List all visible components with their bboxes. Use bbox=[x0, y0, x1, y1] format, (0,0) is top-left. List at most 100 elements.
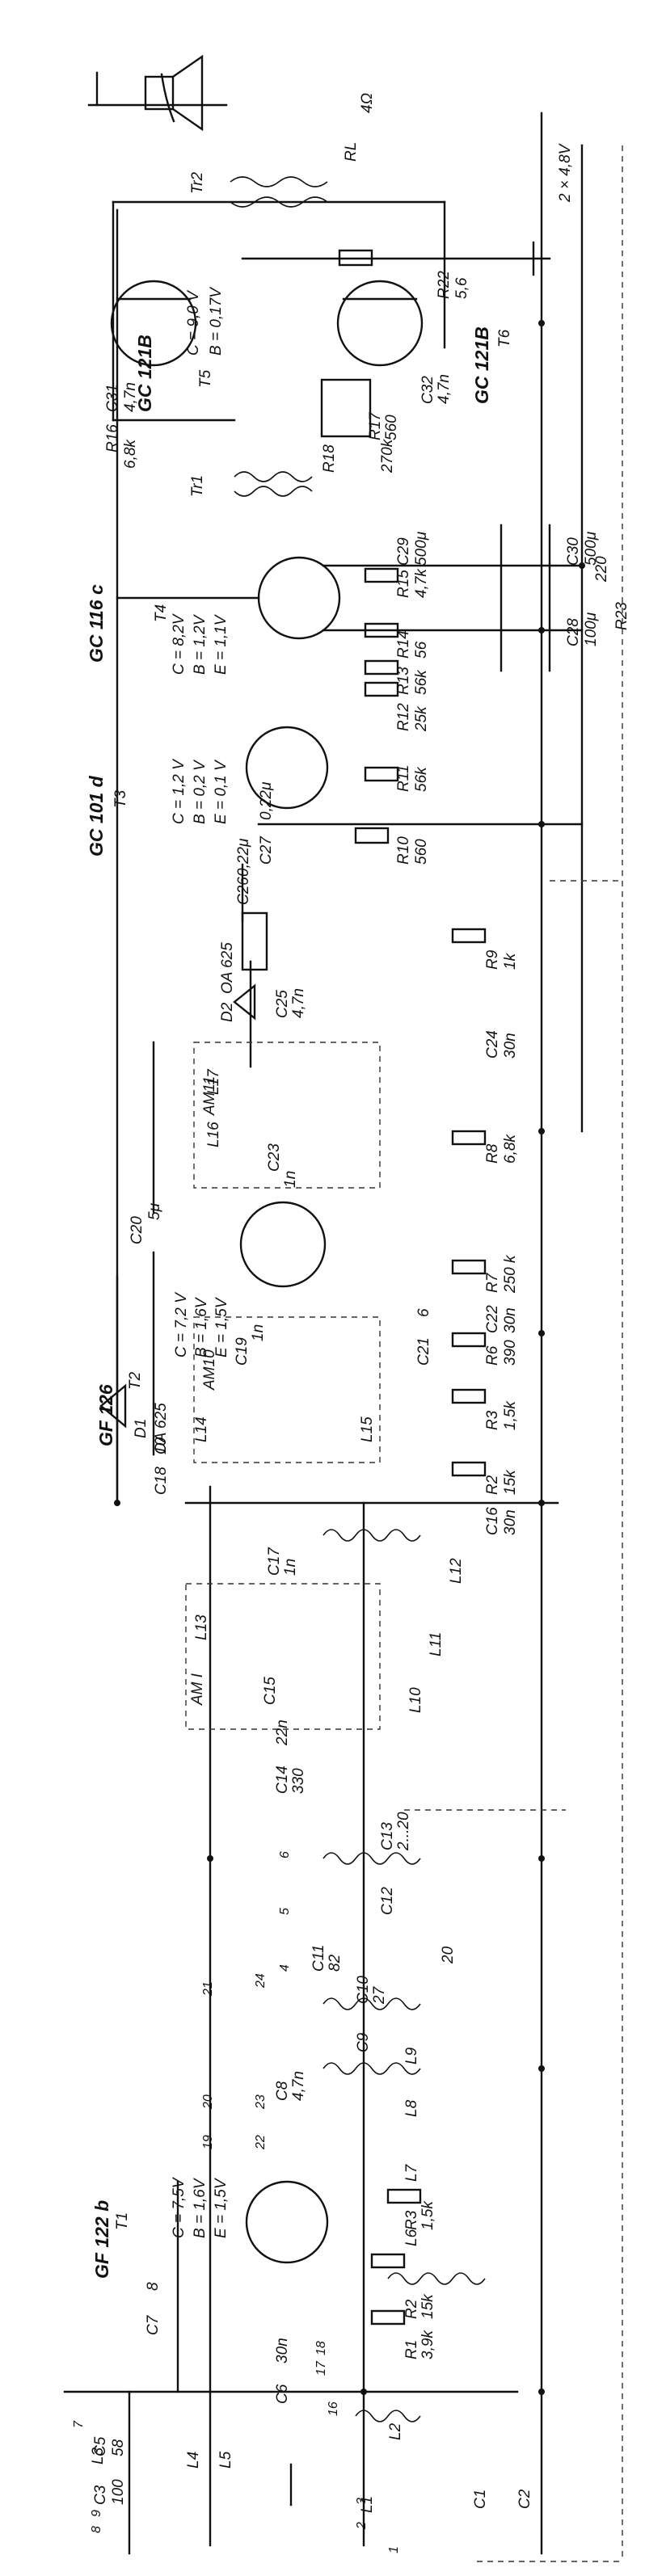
contact-23: 23 bbox=[254, 2094, 268, 2109]
contact-22: 22 bbox=[254, 2135, 268, 2149]
c10-value: 27 bbox=[371, 1986, 388, 2004]
t1-ref: T1 bbox=[114, 2212, 131, 2230]
d2-ref: D2 bbox=[219, 1002, 236, 1022]
r9-ref: R7 bbox=[484, 1273, 501, 1293]
l9-label: L9 bbox=[403, 2047, 420, 2065]
c14-ref: C14 bbox=[274, 1766, 291, 1794]
c27-ref: C27 bbox=[258, 836, 275, 865]
r15-ref: R13 bbox=[395, 667, 412, 695]
t5-ref: T5 bbox=[197, 369, 214, 388]
r1-ref: R1 bbox=[403, 2339, 420, 2359]
c22-ref: C22 bbox=[484, 1305, 501, 1333]
c14-value: 330 bbox=[290, 1768, 307, 1794]
c19-value: 1n bbox=[250, 1324, 267, 1341]
c16-value: 30n bbox=[502, 1509, 519, 1535]
c8-ref: C8 bbox=[274, 2081, 291, 2101]
r10-value: 6,8k bbox=[502, 1134, 519, 1164]
if-stages bbox=[99, 911, 487, 1730]
c31-ref: C31 bbox=[104, 384, 121, 412]
r10-ref: R8 bbox=[484, 1143, 501, 1164]
contact-20: 20 bbox=[201, 2094, 215, 2109]
r9-value: 250 k bbox=[502, 1255, 519, 1293]
t2-bias-b: B = 1,6V bbox=[193, 1298, 210, 1357]
c2-ref: C2 bbox=[516, 2489, 533, 2509]
t2-bias-c: C = 7,2 V bbox=[173, 1293, 190, 1357]
t4-bias-b: B = 1,2V bbox=[192, 615, 209, 675]
t4-bias-c: C = 8,2V bbox=[171, 614, 188, 675]
c13-ref: C13 bbox=[379, 1822, 396, 1850]
r8-ref: R6 bbox=[484, 1345, 501, 1366]
c29-value: 500μ bbox=[413, 531, 430, 566]
r1-value: 3,9k bbox=[419, 2330, 436, 2359]
c29-ref: C29 bbox=[395, 537, 412, 566]
c18-ref: C18 bbox=[153, 1467, 170, 1495]
rl-ref: RL bbox=[343, 141, 360, 162]
c26-value: 0,22μ bbox=[235, 838, 252, 877]
r20-value: 560 bbox=[383, 415, 400, 440]
r22-ref: R22 bbox=[436, 271, 453, 299]
contact-7: 7 bbox=[72, 2421, 86, 2428]
c1-ref: C1 bbox=[472, 2489, 489, 2509]
contact-18: 18 bbox=[314, 2341, 328, 2355]
r6-ref: R2 bbox=[484, 1475, 501, 1495]
c30-value: 500μ bbox=[583, 531, 600, 566]
c9-ref: C9 bbox=[355, 2032, 372, 2052]
t4-ref: T4 bbox=[153, 604, 170, 622]
c32-value: 4,7n bbox=[436, 374, 453, 404]
t2-bias-e: E = 1,5V bbox=[213, 1298, 230, 1357]
supply-voltage: 2 × 4,8V bbox=[557, 144, 574, 202]
t3-bias-c: C = 1,2 V bbox=[171, 760, 188, 824]
c20-ref: C21 bbox=[415, 1337, 432, 1366]
l2-label: L2 bbox=[387, 2422, 404, 2440]
ami-label: AM I bbox=[189, 1673, 206, 1705]
c27-value: 0,22μ bbox=[258, 781, 275, 820]
l10-label: L10 bbox=[407, 1687, 424, 1713]
c7-value: 8 bbox=[145, 2282, 162, 2291]
r16-ref: R14 bbox=[395, 630, 412, 659]
contact-1: 1 bbox=[387, 2546, 401, 2553]
r2-value: 15k bbox=[419, 2294, 436, 2319]
t5-bias-b: B = 0,17V bbox=[208, 288, 225, 356]
r2-ref: R2 bbox=[403, 2299, 420, 2319]
r18-ref: R16 bbox=[104, 424, 121, 452]
contact-19: 19 bbox=[201, 2135, 215, 2149]
c5-value: 58 bbox=[110, 2439, 127, 2456]
r17-value: 4,7k bbox=[413, 569, 430, 598]
tr1-label: Tr1 bbox=[189, 474, 206, 497]
contact-16: 16 bbox=[327, 2401, 340, 2416]
r23-ref: R23 bbox=[613, 602, 630, 630]
t3-type-label: GC 101 d bbox=[86, 776, 107, 857]
l13-label: L13 bbox=[193, 1614, 210, 1640]
r16-value: 56 bbox=[413, 641, 430, 659]
l4-label: L4 bbox=[185, 2451, 202, 2469]
r18-value: 6,8k bbox=[122, 440, 139, 469]
c23-value: 1n bbox=[282, 1170, 299, 1188]
l5-label: L5 bbox=[217, 2451, 234, 2469]
contact-3: 3 bbox=[355, 2498, 369, 2505]
r7-value: 1,5k bbox=[502, 1401, 519, 1430]
c28-ref: C28 bbox=[565, 618, 582, 646]
c6-value: 30n bbox=[274, 2338, 291, 2363]
contact-17: 17 bbox=[314, 2361, 328, 2376]
t3-bias-e: E = 0,1 V bbox=[213, 760, 230, 824]
c24-ref: C24 bbox=[484, 1030, 501, 1059]
c32-ref: C32 bbox=[419, 376, 436, 404]
c15-ref: C15 bbox=[262, 1677, 279, 1705]
l3-label: L3 bbox=[90, 2447, 107, 2464]
l11-label: L11 bbox=[428, 1631, 445, 1656]
r3-value: 1,5k bbox=[419, 2201, 436, 2230]
c11-value: 82 bbox=[327, 1954, 344, 1972]
c7-ref: C7 bbox=[145, 2315, 162, 2335]
contact-8: 8 bbox=[90, 2526, 103, 2533]
rl-value: 4Ω bbox=[359, 92, 376, 113]
l15-label: L15 bbox=[359, 1416, 376, 1442]
r6-value: 15k bbox=[502, 1470, 519, 1495]
contact-6: 6 bbox=[278, 1851, 292, 1858]
t6-ref: T6 bbox=[496, 329, 513, 347]
t1-bias-b: B = 1,6V bbox=[192, 2178, 209, 2238]
r15-value: 56k bbox=[413, 670, 430, 695]
d1-type: OA 625 bbox=[153, 1403, 170, 1454]
c17-value: 1n bbox=[282, 1558, 299, 1576]
t4-type-label: GC 116 c bbox=[86, 584, 107, 663]
